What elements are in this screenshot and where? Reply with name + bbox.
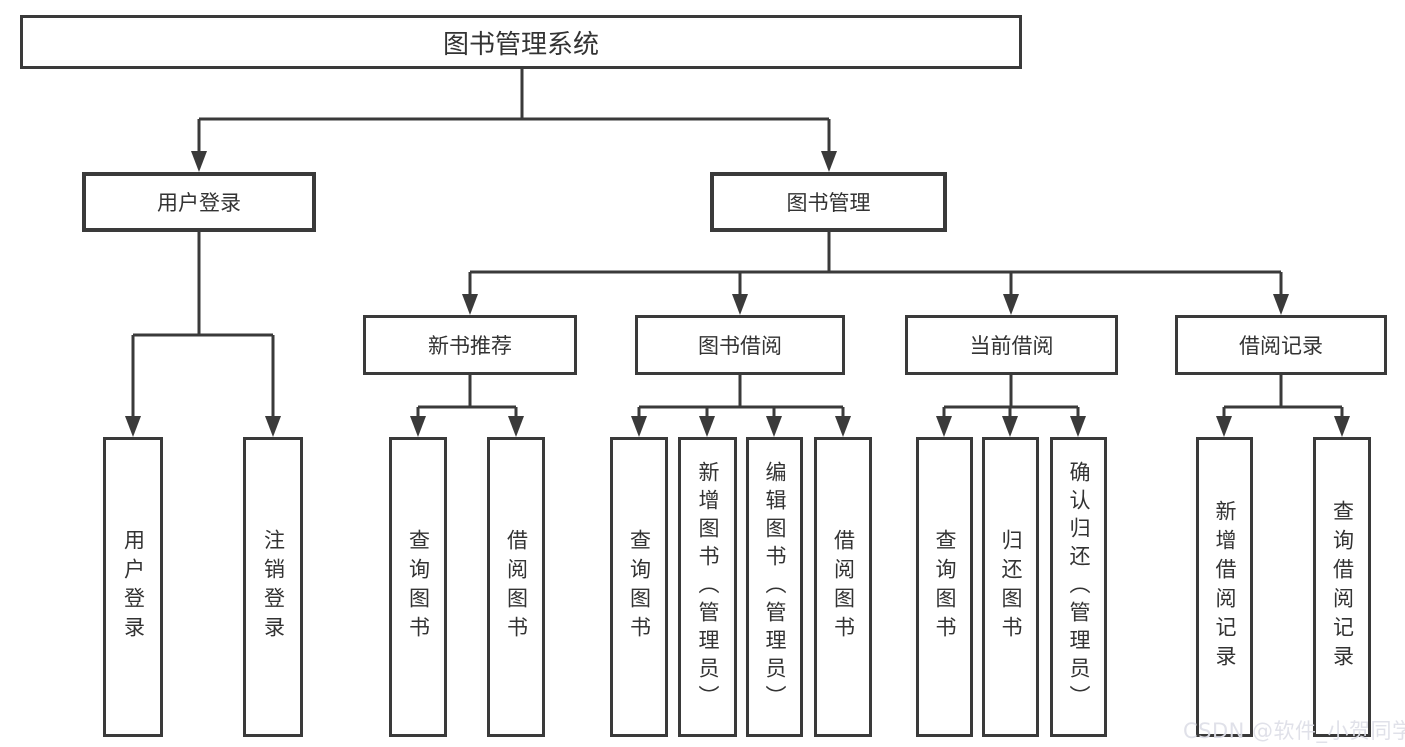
node-book-management: 图书管理 xyxy=(710,172,947,232)
node-new-book-recommend: 新书推荐 xyxy=(363,315,577,375)
leaf-query-books-current: 查询图书 xyxy=(916,437,973,737)
leaf-user-login: 用户登录 xyxy=(103,437,163,737)
leaf-add-book-admin: 新增图书（管理员） xyxy=(678,437,737,737)
leaf-query-books-recommend: 查询图书 xyxy=(389,437,447,737)
leaf-logout-login: 注销登录 xyxy=(243,437,303,737)
node-current-borrow: 当前借阅 xyxy=(905,315,1118,375)
leaf-borrow-books-recommend: 借阅图书 xyxy=(487,437,545,737)
node-borrow-records: 借阅记录 xyxy=(1175,315,1387,375)
leaf-confirm-return-admin: 确认归还（管理员） xyxy=(1050,437,1107,737)
leaf-query-books-borrow: 查询图书 xyxy=(610,437,668,737)
node-root-system: 图书管理系统 xyxy=(20,15,1022,69)
node-book-borrow: 图书借阅 xyxy=(635,315,845,375)
leaf-edit-book-admin: 编辑图书（管理员） xyxy=(746,437,803,737)
leaf-return-book: 归还图书 xyxy=(982,437,1039,737)
node-user-login: 用户登录 xyxy=(82,172,316,232)
csdn-watermark: CSDN @软件_小贺同学 xyxy=(1183,719,1405,743)
leaf-borrow-books: 借阅图书 xyxy=(814,437,872,737)
leaf-query-borrow-record: 查询借阅记录 xyxy=(1313,437,1371,737)
leaf-add-borrow-record: 新增借阅记录 xyxy=(1196,437,1253,737)
